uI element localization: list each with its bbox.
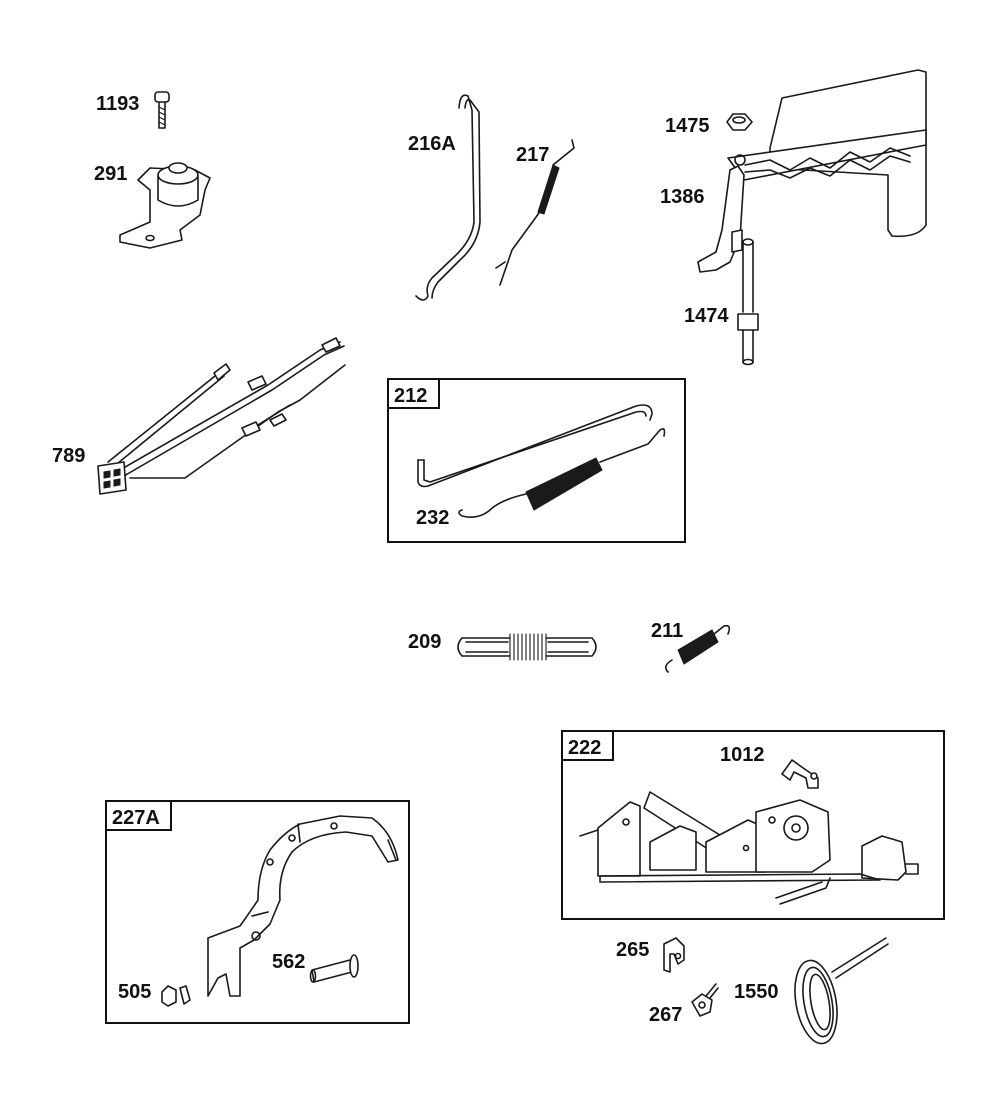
part-212-rod-spring[interactable] bbox=[417, 404, 666, 518]
label-209: 209 bbox=[408, 631, 441, 653]
label-562: 562 bbox=[272, 951, 305, 973]
box-222-tab bbox=[561, 730, 614, 761]
label-1386: 1386 bbox=[660, 186, 705, 208]
part-1193-bolt[interactable] bbox=[154, 91, 170, 129]
part-217-spring-rod[interactable] bbox=[495, 139, 575, 286]
label-1193: 1193 bbox=[96, 93, 139, 115]
box-222 bbox=[561, 730, 945, 920]
part-291-bracket[interactable] bbox=[119, 162, 211, 249]
label-227A: 227A bbox=[112, 807, 160, 829]
part-1012-clip[interactable] bbox=[781, 759, 819, 789]
box-227A-tab bbox=[105, 800, 172, 831]
label-1475: 1475 bbox=[665, 115, 710, 137]
part-1474-pin[interactable] bbox=[737, 238, 759, 366]
part-1475-nut[interactable] bbox=[726, 113, 753, 131]
part-209-spring[interactable] bbox=[457, 633, 597, 661]
part-211-spring[interactable] bbox=[664, 624, 731, 673]
label-212: 212 bbox=[394, 385, 427, 407]
part-216A-rod[interactable] bbox=[415, 94, 481, 301]
part-1550-spring-coil[interactable] bbox=[789, 937, 889, 1047]
part-1386-guard[interactable] bbox=[697, 69, 927, 273]
label-1012: 1012 bbox=[720, 744, 765, 766]
part-505-nut[interactable] bbox=[161, 985, 191, 1007]
box-212-tab bbox=[387, 378, 440, 409]
part-789-harness[interactable] bbox=[97, 337, 346, 495]
box-212 bbox=[387, 378, 686, 543]
label-222: 222 bbox=[568, 737, 601, 759]
label-217: 217 bbox=[516, 144, 549, 166]
label-211: 211 bbox=[651, 620, 683, 642]
label-216A: 216A bbox=[408, 133, 456, 155]
part-227A-bracket[interactable] bbox=[207, 815, 399, 997]
part-265-clip[interactable] bbox=[663, 937, 685, 973]
label-1550: 1550 bbox=[734, 981, 779, 1003]
part-562-pin[interactable] bbox=[309, 954, 359, 983]
label-505: 505 bbox=[118, 981, 151, 1003]
label-265: 265 bbox=[616, 939, 649, 961]
part-222-control-assembly[interactable] bbox=[579, 791, 919, 905]
part-267-screw[interactable] bbox=[691, 983, 719, 1017]
label-267: 267 bbox=[649, 1004, 682, 1026]
label-1474: 1474 bbox=[684, 305, 729, 327]
label-291: 291 bbox=[94, 163, 127, 185]
label-789: 789 bbox=[52, 445, 85, 467]
box-227A bbox=[105, 800, 410, 1024]
label-232: 232 bbox=[416, 507, 449, 529]
